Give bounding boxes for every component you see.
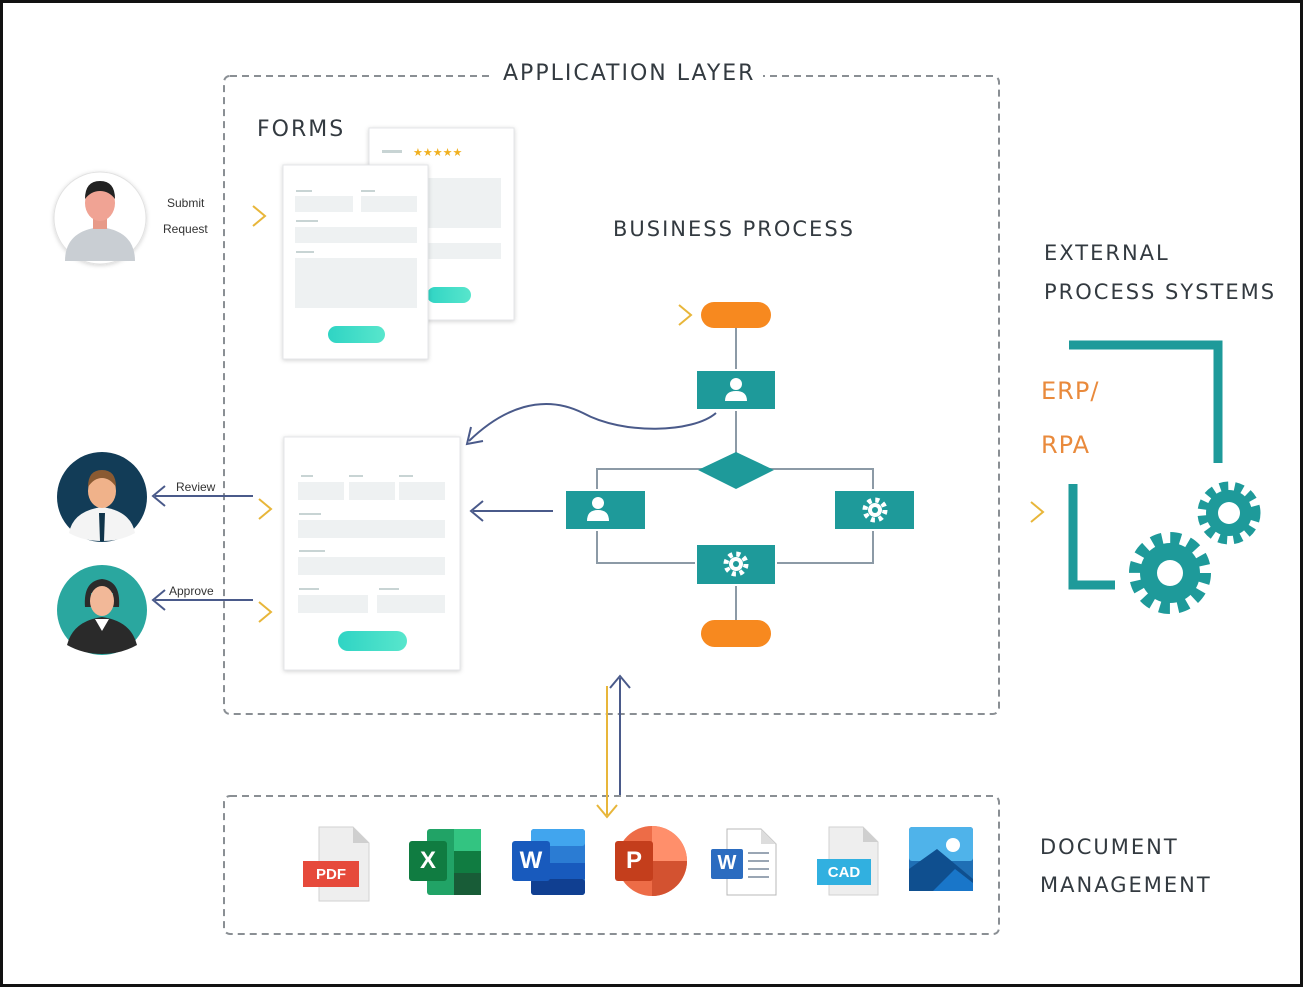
user-task-node	[695, 369, 777, 411]
review-form-card	[283, 436, 461, 671]
pdf-icon-text: PDF	[316, 866, 346, 883]
external-systems-label-line2: PROCESS SYSTEMS	[1044, 280, 1277, 304]
form-card-front	[282, 164, 429, 360]
word-icon	[512, 829, 585, 895]
left-user-task-node	[564, 489, 647, 531]
external-systems-label-line1: EXTERNAL	[1044, 241, 1170, 265]
excel-icon	[409, 829, 481, 895]
svg-text:★★★★★: ★★★★★	[413, 146, 462, 159]
erp-label: ERP/	[1041, 377, 1100, 405]
document-management-box	[223, 795, 1000, 935]
diagram-graphics: ★★★★★	[53, 63, 1261, 935]
powerpoint-icon	[615, 826, 687, 896]
request-label: Request	[163, 222, 208, 236]
decision-diamond	[698, 452, 774, 489]
cad-file-icon	[817, 826, 879, 896]
right-system-task-node	[833, 489, 916, 531]
approve-arrows	[151, 589, 273, 623]
end-terminator	[701, 620, 771, 647]
start-terminator	[701, 302, 771, 328]
word-doc-icon-letter: W	[717, 852, 737, 874]
gears-icon	[1129, 481, 1261, 614]
review-label: Review	[176, 480, 216, 494]
submit-request-arrow	[161, 205, 267, 227]
word-document-icon	[711, 828, 777, 896]
requester-avatar	[53, 171, 147, 265]
business-process-flowchart	[564, 302, 916, 647]
approve-label: Approve	[169, 584, 214, 598]
bottom-system-task-node	[695, 543, 777, 586]
cad-icon-text: CAD	[827, 864, 861, 881]
application-layer-label: APPLICATION LAYER	[503, 61, 756, 86]
forms-to-process-arrow	[526, 304, 693, 326]
approver-avatar	[57, 565, 147, 655]
process-to-external-arrow	[931, 501, 1045, 523]
word-icon-letter: W	[519, 847, 543, 874]
rpa-label: RPA	[1041, 431, 1091, 459]
business-process-label: BUSINESS PROCESS	[613, 217, 855, 241]
external-systems-frame	[1068, 340, 1223, 590]
pdf-file-icon	[303, 826, 370, 902]
submit-label: Submit	[167, 196, 205, 210]
document-management-label-line1: DOCUMENT	[1040, 835, 1179, 859]
process-to-review-arrow	[469, 500, 553, 522]
application-layer-box	[223, 75, 1000, 715]
powerpoint-icon-letter: P	[625, 847, 642, 874]
layer-exchange-arrows	[596, 674, 631, 819]
review-arrows	[151, 485, 273, 520]
excel-icon-letter: X	[419, 847, 436, 874]
process-to-review-curve-arrow	[465, 403, 717, 446]
forms-label: FORMS	[257, 117, 346, 142]
image-file-icon	[909, 827, 973, 891]
document-management-label-line2: MANAGEMENT	[1040, 873, 1212, 897]
reviewer-avatar	[57, 452, 147, 542]
